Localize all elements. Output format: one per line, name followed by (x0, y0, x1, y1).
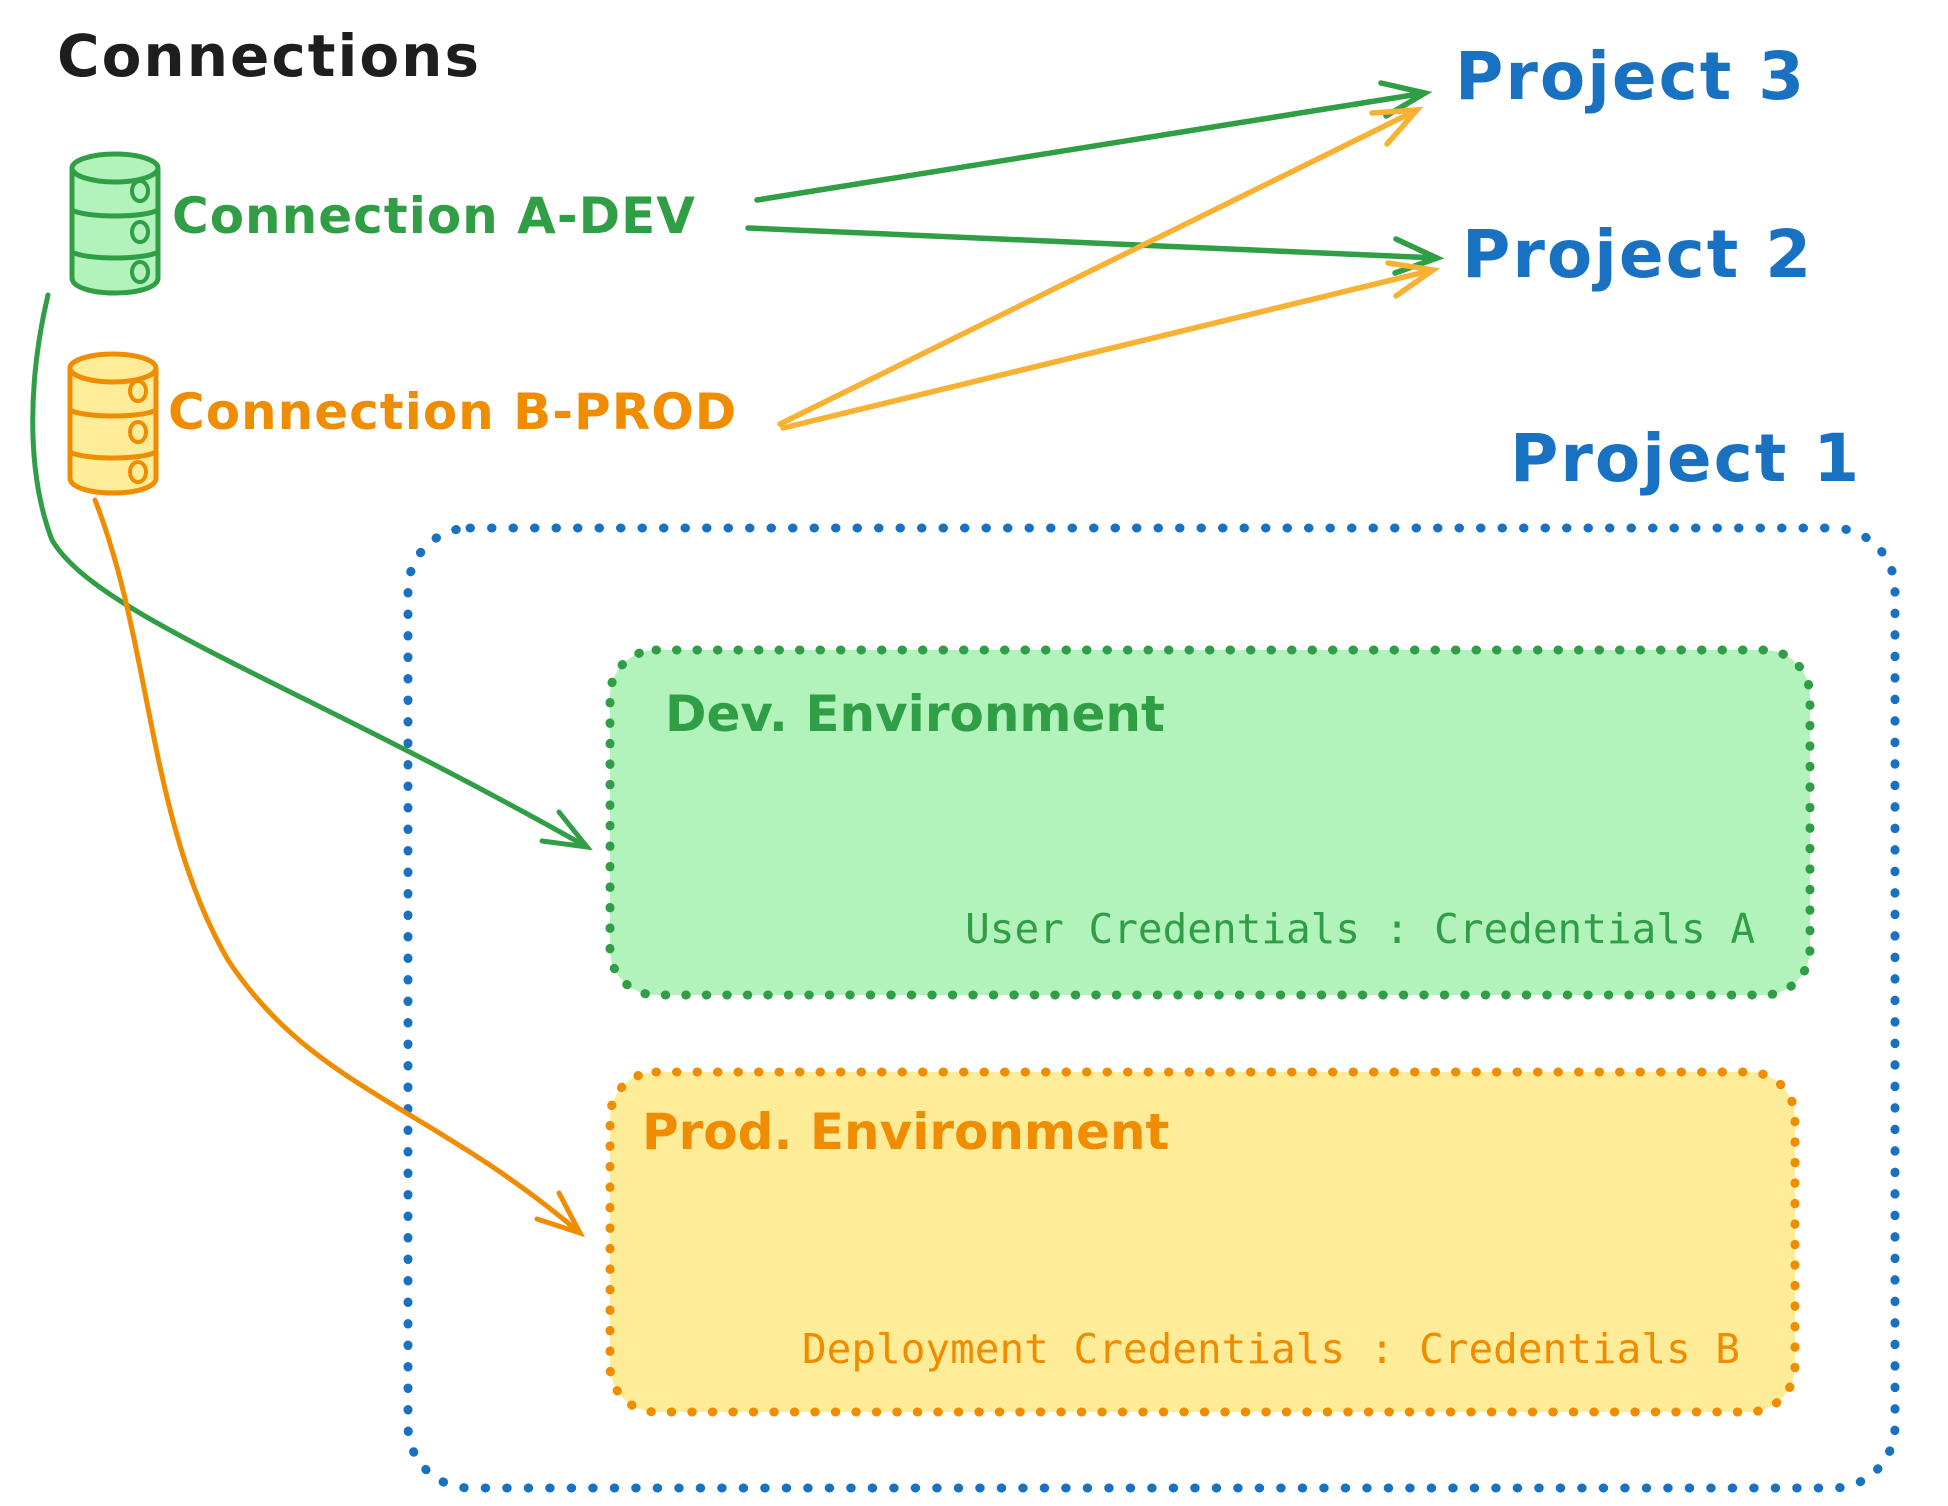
project1-container-box[interactable] (403, 523, 1900, 1493)
prod-environment-credentials: Deployment Credentials : Credentials B (802, 1325, 1740, 1373)
arrow-bprod-prod-environment[interactable] (92, 497, 586, 1238)
project-1-label[interactable]: Project 1 (1510, 420, 1862, 497)
arrow-adev-dev-environment[interactable] (30, 292, 593, 851)
arrow-adev-project3[interactable] (754, 80, 1433, 203)
project-3-label[interactable]: Project 3 (1455, 38, 1807, 115)
arrow-bprod-project2[interactable] (780, 260, 1441, 431)
prod-environment-box[interactable] (605, 1067, 1800, 1417)
connections-title: Connections (57, 22, 481, 90)
connection-a-dev-label[interactable]: Connection A-DEV (172, 187, 696, 245)
connection-b-prod-label[interactable]: Connection B-PROD (168, 383, 738, 441)
database-icon (69, 151, 161, 296)
database-icon (67, 351, 159, 496)
arrow-adev-project2[interactable] (745, 225, 1445, 276)
dev-environment-credentials: User Credentials : Credentials A (965, 905, 1755, 953)
arrow-bprod-project3[interactable] (777, 106, 1424, 427)
dev-environment-title: Dev. Environment (665, 685, 1165, 743)
project-2-label[interactable]: Project 2 (1462, 216, 1814, 293)
prod-environment-title: Prod. Environment (642, 1103, 1170, 1161)
dev-environment-box[interactable] (605, 645, 1815, 1000)
